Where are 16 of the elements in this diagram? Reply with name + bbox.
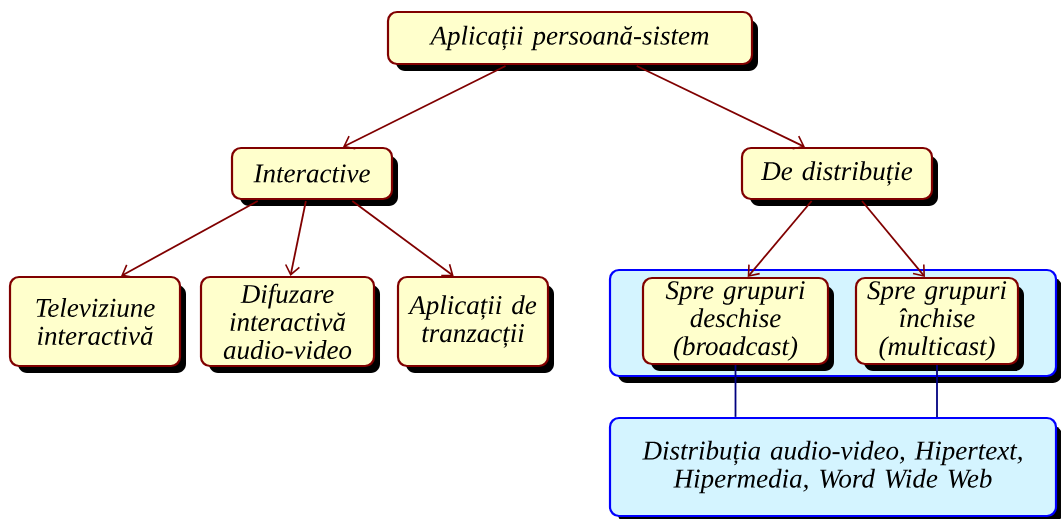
- rounded-box: Aplicații de tranzacții: [396, 275, 554, 373]
- rounded-box: Televiziune interactivă: [8, 275, 186, 373]
- rounded-box: Spre grupuri deschise (broadcast): [641, 276, 834, 371]
- arrow: [342, 65, 507, 150]
- rounded-box: Spre grupuri închise (multicast): [854, 276, 1024, 371]
- arrow: [351, 200, 454, 277]
- rounded-box: Aplicații persoană-sistem: [386, 10, 758, 71]
- arrow: [861, 200, 925, 277]
- arrow: [635, 65, 805, 150]
- rounded-box: Interactive: [230, 146, 398, 206]
- arrow: [747, 200, 813, 277]
- arrow: [284, 200, 307, 276]
- rounded-box: Difuzare interactivă audio-video: [199, 275, 380, 373]
- group-box: Distribuția audio-video, Hipertext, Hipermedia, Word Wide Web: [608, 416, 1061, 519]
- arrow: [121, 200, 259, 278]
- rounded-box: De distribuție: [740, 146, 938, 206]
